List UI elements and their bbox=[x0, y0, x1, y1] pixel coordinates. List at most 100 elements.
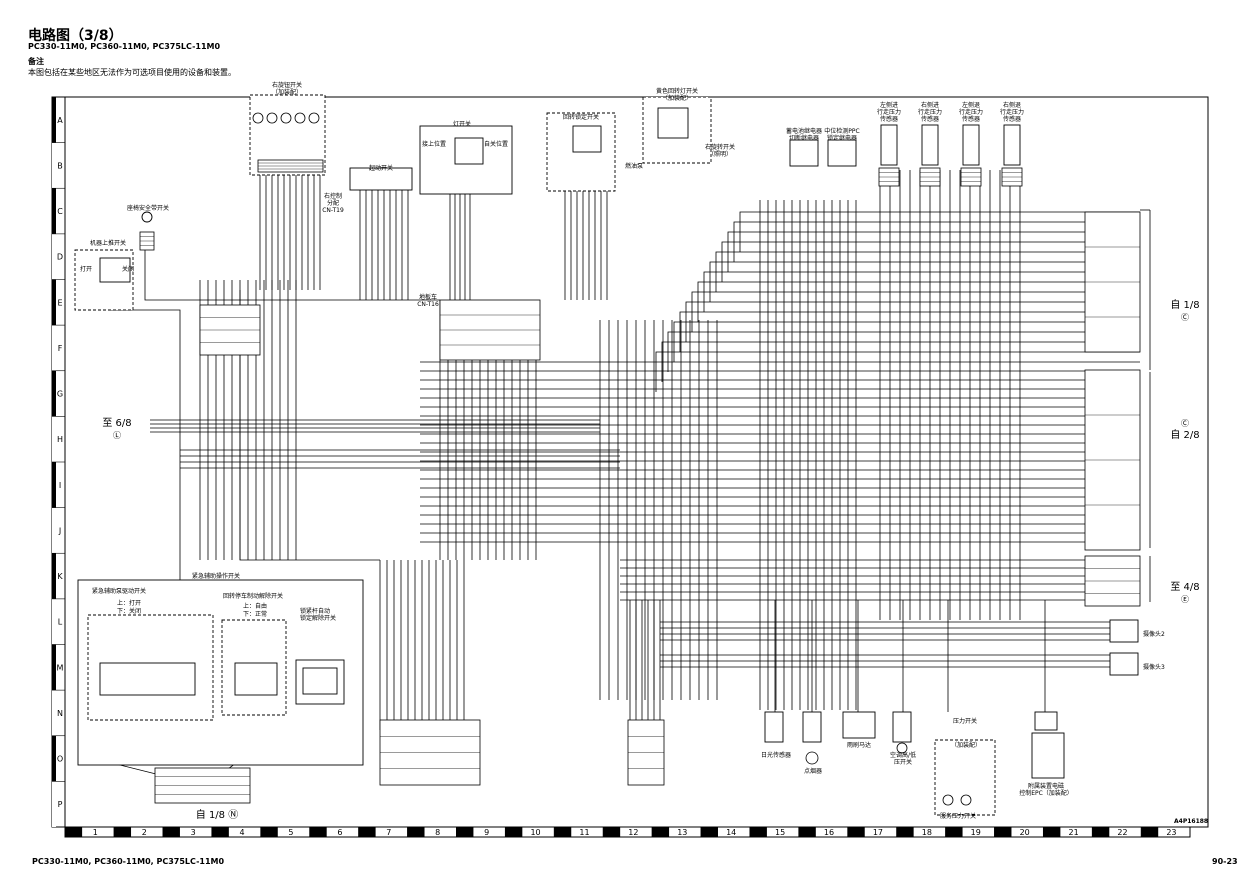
light-switch-on: 接上位置 bbox=[422, 141, 447, 148]
swing-lock-symbol bbox=[572, 125, 602, 153]
col-label-9: 9 bbox=[484, 828, 489, 837]
row-label-B: B bbox=[57, 161, 63, 170]
col-label-20: 20 bbox=[1020, 828, 1030, 837]
swing-lock-switch-label: 回转锁定开关 bbox=[562, 114, 600, 121]
machine-upper-switch-label: 机器上推开关 bbox=[89, 240, 127, 247]
row-label-G: G bbox=[57, 390, 63, 399]
ref-from-1-8-bottom: 自 1/8 Ⓝ bbox=[195, 810, 239, 821]
camera-2-connector bbox=[1109, 619, 1139, 643]
col-label-5: 5 bbox=[288, 828, 293, 837]
start-switch bbox=[349, 167, 413, 191]
cigarette-lighter bbox=[805, 751, 819, 765]
page-number: 90-23 bbox=[1212, 857, 1238, 866]
components bbox=[74, 94, 1141, 816]
travel-sensor-2 bbox=[921, 124, 939, 166]
page-title: 电路图（3/8） bbox=[28, 28, 123, 44]
lock-lever-block bbox=[302, 667, 338, 695]
row-label-L: L bbox=[58, 618, 63, 627]
fuel-pump-label: 燃油泵 bbox=[624, 163, 644, 170]
wiper-motor-label: 雨刷马达 bbox=[846, 742, 872, 749]
right-travel-sensor-label: 右侧进行走压力传感器 bbox=[917, 102, 943, 123]
camera-3-connector bbox=[1109, 652, 1139, 676]
col-label-15: 15 bbox=[775, 828, 785, 837]
col-label-23: 23 bbox=[1166, 828, 1176, 837]
emergency-panel-label: 紧急辅助操作开关 bbox=[191, 573, 241, 580]
beacon-switch-label: 黄色回转灯开关（加装配） bbox=[655, 88, 699, 102]
row-label-A: A bbox=[57, 116, 63, 125]
right-rotation-switch-label: 右旋转开关（照明） bbox=[704, 144, 736, 158]
light-switch-off: 自关位置 bbox=[484, 141, 509, 148]
start-switch-label: 起动开关 bbox=[368, 165, 394, 172]
attachment-epc-label: 附属装置电磁控制EPC（加装配） bbox=[1019, 783, 1073, 797]
swing-brake-label: 回转停车制动解除开关 bbox=[223, 593, 284, 600]
swing-brake-block bbox=[234, 662, 278, 696]
footer-models: PC330-11M0, PC360-11M0, PC375LC-11M0 bbox=[32, 857, 225, 866]
col-label-2: 2 bbox=[142, 828, 147, 837]
col-label-22: 22 bbox=[1117, 828, 1127, 837]
col-label-18: 18 bbox=[922, 828, 932, 837]
travel-sensor-4 bbox=[1003, 124, 1021, 166]
sunlight-sensor bbox=[764, 711, 784, 743]
service-pressure-1 bbox=[942, 794, 954, 806]
attachment-epc-connector bbox=[1034, 711, 1058, 731]
col-label-21: 21 bbox=[1068, 828, 1078, 837]
machine-upper-open: 打开 bbox=[80, 266, 93, 273]
row-label-D: D bbox=[57, 253, 63, 262]
beacon-symbol bbox=[657, 107, 689, 139]
lock-lever-label: 锁紧杆自动锁定解除开关 bbox=[300, 608, 337, 622]
row-label-E: E bbox=[57, 298, 62, 307]
right-travel-sensor-2-label: 右侧退行走压力传感器 bbox=[999, 102, 1025, 123]
row-label-H: H bbox=[57, 435, 63, 444]
col-label-12: 12 bbox=[628, 828, 638, 837]
light-switch-label: 灯开关 bbox=[452, 121, 472, 128]
pressure-switch-label: 压力开关 bbox=[953, 718, 978, 725]
travel-sensor-1 bbox=[880, 124, 898, 166]
col-label-14: 14 bbox=[726, 828, 736, 837]
ac-switch-connector bbox=[892, 711, 912, 743]
right-knob-switch-label: 右旋钮开关（加装配） bbox=[271, 82, 303, 96]
attachment-epc bbox=[1031, 732, 1065, 779]
model-list: PC330-11M0, PC360-11M0, PC375LC-11M0 bbox=[28, 42, 221, 51]
light-switch-symbol bbox=[454, 137, 484, 165]
service-pressure-2 bbox=[960, 794, 972, 806]
cigarette-lighter-label: 点烟器 bbox=[803, 768, 823, 775]
swing-brake-up: 上：自由 bbox=[243, 603, 268, 610]
col-label-6: 6 bbox=[337, 828, 342, 837]
left-travel-sensor-2-label: 左侧退行走压力传感器 bbox=[958, 102, 984, 123]
swing-brake-down: 下：正常 bbox=[243, 611, 268, 618]
emergency-pump-down: 下：关闭 bbox=[117, 608, 142, 615]
row-label-P: P bbox=[58, 800, 63, 809]
cigarette-lighter-connector bbox=[802, 711, 822, 743]
col-label-7: 7 bbox=[386, 828, 391, 837]
emergency-pump-label: 紧急辅助泵驱动开关 bbox=[92, 588, 147, 595]
col-label-11: 11 bbox=[579, 828, 589, 837]
section-label: 备注 bbox=[28, 57, 44, 66]
camera-3-label: 摄像头3 bbox=[1143, 664, 1165, 671]
col-label-8: 8 bbox=[435, 828, 440, 837]
row-label-F: F bbox=[58, 344, 63, 353]
row-label-N: N bbox=[57, 709, 63, 718]
row-label-K: K bbox=[57, 572, 63, 581]
ac-switch bbox=[896, 742, 908, 754]
camera-2-label: 摄像头2 bbox=[1143, 631, 1165, 638]
wiper-motor bbox=[842, 711, 876, 739]
battery-relay-label: 蓄电池继电器切断继电器 bbox=[785, 128, 823, 142]
row-label-I: I bbox=[59, 481, 61, 490]
machine-upper-close: 关闭 bbox=[122, 266, 135, 273]
battery-relay bbox=[789, 139, 819, 167]
col-label-3: 3 bbox=[191, 828, 196, 837]
col-label-1: 1 bbox=[93, 828, 98, 837]
ac-switch-label: 空调高/低压开关 bbox=[889, 752, 917, 766]
row-label-M: M bbox=[57, 663, 64, 672]
service-pressure-switch-label: 服务压力开关 bbox=[939, 813, 977, 820]
service-pressure-note: （加装配） bbox=[950, 742, 982, 749]
